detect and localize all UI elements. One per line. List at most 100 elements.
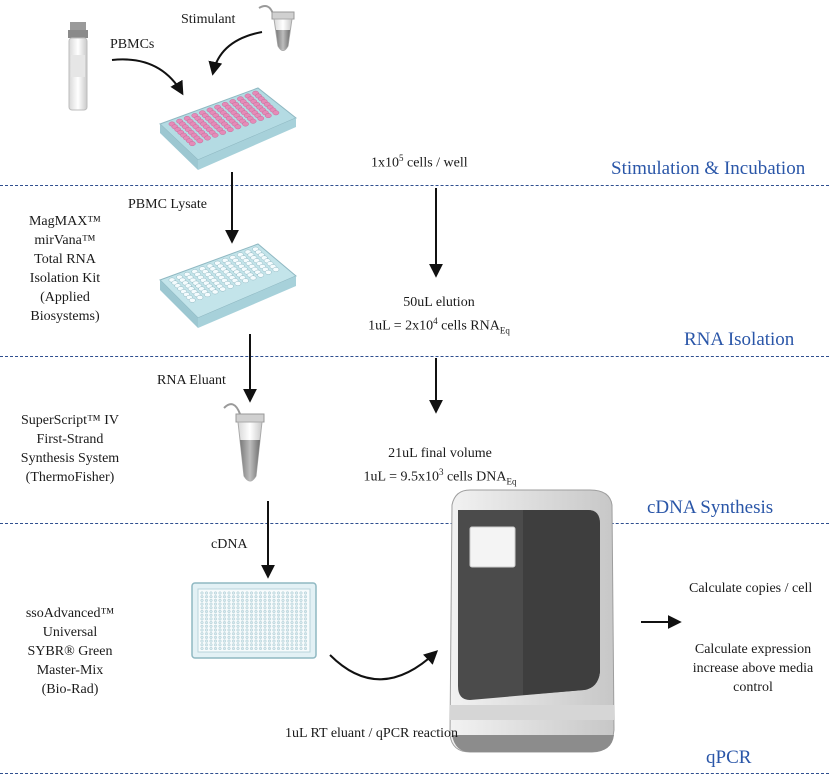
pcr-well [268,621,272,625]
pcr-well [218,639,222,643]
pcr-well [209,595,213,599]
pcr-well [295,602,299,606]
pcr-well [272,628,276,632]
pcr-well [277,602,281,606]
stage-title-stimulation: Stimulation & Incubation [611,158,806,179]
label-cdna: cDNA [211,537,248,552]
pcr-well [209,639,213,643]
pcr-well [209,647,213,651]
arrow-plate-to-instrument [329,650,439,681]
arrow-pbmc-to-plate [111,58,184,96]
pcr-well [272,624,276,628]
pcr-well [200,613,204,617]
pcr-well [263,595,267,599]
divider-qpcr [0,773,829,774]
pcr-well [231,643,235,647]
plate-well [196,138,204,144]
pcr-well [259,606,263,610]
pcr-well [236,624,240,628]
pcr-well [204,613,208,617]
pcr-well [236,639,240,643]
pcr-well [240,624,244,628]
pcr-well [259,595,263,599]
pcr-well [213,647,217,651]
pcr-well [227,643,231,647]
pcr-well [299,639,303,643]
pcr-well [231,635,235,639]
pcr-well [304,624,308,628]
pcr-well [240,595,244,599]
pcr-well [204,639,208,643]
pcr-well [213,613,217,617]
pcr-well [218,624,222,628]
pcr-well [227,591,231,595]
pcr-well [299,628,303,632]
pcr-well [277,647,281,651]
pcr-well [254,628,258,632]
pcr-well [204,595,208,599]
pcr-well [227,598,231,602]
pcr-well [304,602,308,606]
pcr-well [299,643,303,647]
pcr-well [286,635,290,639]
pcr-well [245,635,249,639]
pcr-well [231,621,235,625]
qpcr-instrument-icon [449,489,615,753]
pcr-well [277,595,281,599]
pcr-well [281,598,285,602]
pcr-well [272,591,276,595]
pcr-well [236,643,240,647]
pcr-well [200,621,204,625]
pcr-well [222,624,226,628]
pcr-well [222,639,226,643]
pcr-well [200,610,204,614]
pcr-well [231,602,235,606]
pcr-plate-icon [191,582,317,659]
plate-well [249,118,257,124]
pcr-well [259,591,263,595]
pcr-well [281,632,285,636]
pcr-well [200,628,204,632]
pcr-well [204,628,208,632]
pcr-well [290,647,294,651]
label-calc-copies: Calculate copies / cell [689,581,813,596]
pcr-well [272,639,276,643]
pcr-well [272,598,276,602]
pcr-well [299,617,303,621]
pcr-well [286,598,290,602]
pcr-well [304,628,308,632]
pcr-well [236,632,240,636]
pcr-well [254,632,258,636]
pcr-well [236,591,240,595]
pcr-well [240,628,244,632]
pcr-well [268,628,272,632]
pcr-well [236,617,240,621]
pcr-well [231,610,235,614]
label-rt-eluant: 1uL RT eluant / qPCR reaction [285,726,458,741]
divider-cdna [0,523,829,524]
pcr-well [236,602,240,606]
plate-well [272,267,280,272]
pcr-well [295,606,299,610]
pcr-well [231,598,235,602]
pcr-well [245,598,249,602]
pcr-well [268,606,272,610]
pcr-well [245,595,249,599]
pcr-well [209,632,213,636]
pcr-well [245,613,249,617]
pcr-well [222,606,226,610]
pcr-well [263,606,267,610]
pcr-well [254,591,258,595]
pcr-well [213,602,217,606]
pcr-well [286,602,290,606]
pcr-well [263,617,267,621]
pcr-well [222,617,226,621]
pcr-well [240,647,244,651]
pcr-well [272,610,276,614]
pcr-well [245,606,249,610]
pcr-well [286,617,290,621]
pcr-well [259,602,263,606]
pcr-well [259,635,263,639]
pcr-well [263,591,267,595]
